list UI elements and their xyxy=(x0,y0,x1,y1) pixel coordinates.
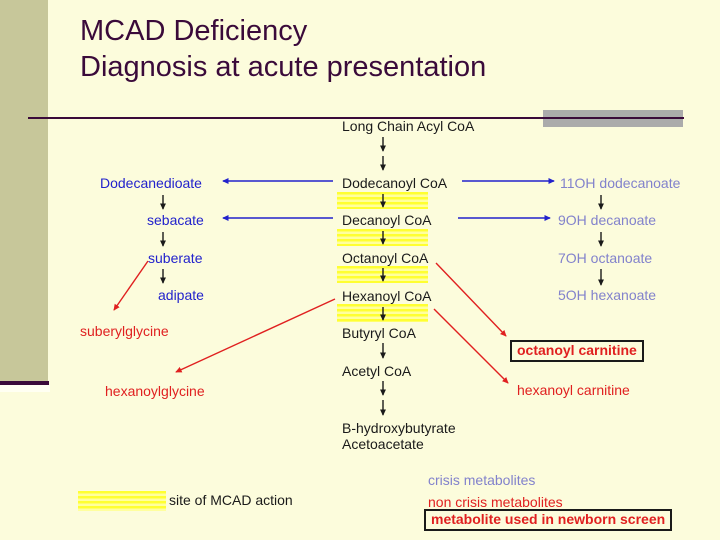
title-line-1: MCAD Deficiency xyxy=(80,15,308,47)
node-butyryl-coa: Butyryl CoA xyxy=(342,325,416,341)
node-b-hydroxybutyrate: B-hydroxybutyrate xyxy=(342,420,456,436)
arrow-suberate-to-suberylglycine xyxy=(113,260,149,311)
node-acetoacetate: Acetoacetate xyxy=(342,436,424,452)
node-sebacate: sebacate xyxy=(147,212,204,228)
mcad-site-highlight-2 xyxy=(337,229,428,246)
node-dodecanoyl-coa: Dodecanoyl CoA xyxy=(342,175,448,191)
title-rule xyxy=(28,117,684,119)
legend-crisis-metabolites: crisis metabolites xyxy=(428,472,536,488)
node-acetyl-coa: Acetyl CoA xyxy=(342,363,412,379)
sidebar-divider-line xyxy=(0,381,49,385)
sidebar-bar xyxy=(0,0,48,381)
node-adipate: adipate xyxy=(158,287,204,303)
arrow-hexanoyl-to-hexanoylglycine xyxy=(175,298,336,373)
node-suberate: suberate xyxy=(148,250,203,266)
node-11oh-dodecanoate: 11OH dodecanoate xyxy=(560,175,681,191)
legend-site-of-mcad-action: site of MCAD action xyxy=(169,492,293,508)
sidebar-divider-highlight xyxy=(0,385,50,392)
node-hexanoylglycine: hexanoylglycine xyxy=(105,383,205,399)
node-suberylglycine: suberylglycine xyxy=(80,323,169,339)
node-octanoyl-carnitine: octanoyl carnitine xyxy=(510,340,644,362)
mcad-site-highlight-1 xyxy=(337,192,428,209)
node-long-chain-acyl-coa: Long Chain Acyl CoA xyxy=(342,118,475,134)
legend-yellow-swatch xyxy=(78,491,166,511)
page-title: MCAD Deficiency Diagnosis at acute prese… xyxy=(80,13,486,85)
node-hexanoyl-carnitine: hexanoyl carnitine xyxy=(517,382,630,398)
legend-non-crisis-metabolites: non crisis metabolites xyxy=(428,494,563,510)
node-7oh-octanoate: 7OH octanoate xyxy=(558,250,653,266)
node-decanoyl-coa: Decanoyl CoA xyxy=(342,212,432,228)
legend-newborn-screen: metabolite used in newborn screen xyxy=(424,509,673,531)
mcad-site-highlight-3 xyxy=(337,266,428,283)
node-5oh-hexanoate: 5OH hexanoate xyxy=(558,287,657,303)
title-line-2: Diagnosis at acute presentation xyxy=(80,51,487,83)
node-octanoyl-coa: Octanoyl CoA xyxy=(342,250,429,266)
arrow-hexanoyl-to-hexanoyl-carnitine xyxy=(433,308,509,384)
node-dodecanedioate: Dodecanedioate xyxy=(100,175,202,191)
node-9oh-decanoate: 9OH decanoate xyxy=(558,212,657,228)
node-hexanoyl-coa: Hexanoyl CoA xyxy=(342,288,432,304)
arrow-octanoyl-to-octanoyl-carnitine xyxy=(435,262,507,337)
mcad-site-highlight-4 xyxy=(337,304,428,322)
